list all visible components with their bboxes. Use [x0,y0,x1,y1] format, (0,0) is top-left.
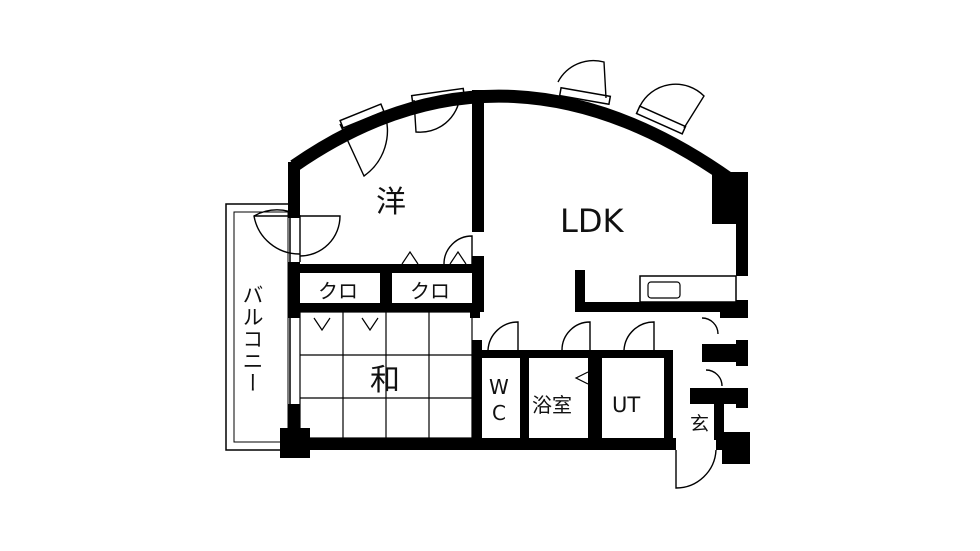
room-label-entrance: 玄 [690,413,709,435]
outer-walls [280,89,750,464]
room-label-western: 洋 [376,185,406,220]
closet-door-marks [313,250,589,385]
room-label-closet-1: クロ [318,279,358,303]
room-label-closet-2: クロ [410,279,450,303]
curved-top-wall [290,89,746,194]
room-label-bathroom: 浴室 [532,393,572,417]
room-label-japanese: 和 [370,363,400,398]
room-label-toilet-w: W [489,375,509,399]
room-label-toilet-c: C [492,401,506,425]
room-label-ldk: LDK [560,202,624,240]
door-swings [253,59,723,489]
room-label-balcony: バルコニー [240,284,264,394]
tatami-grid [299,311,473,439]
interior-walls [294,90,740,442]
room-label-utility: UT [612,393,640,417]
window-frames [339,86,687,135]
kitchen-counter [639,275,737,303]
